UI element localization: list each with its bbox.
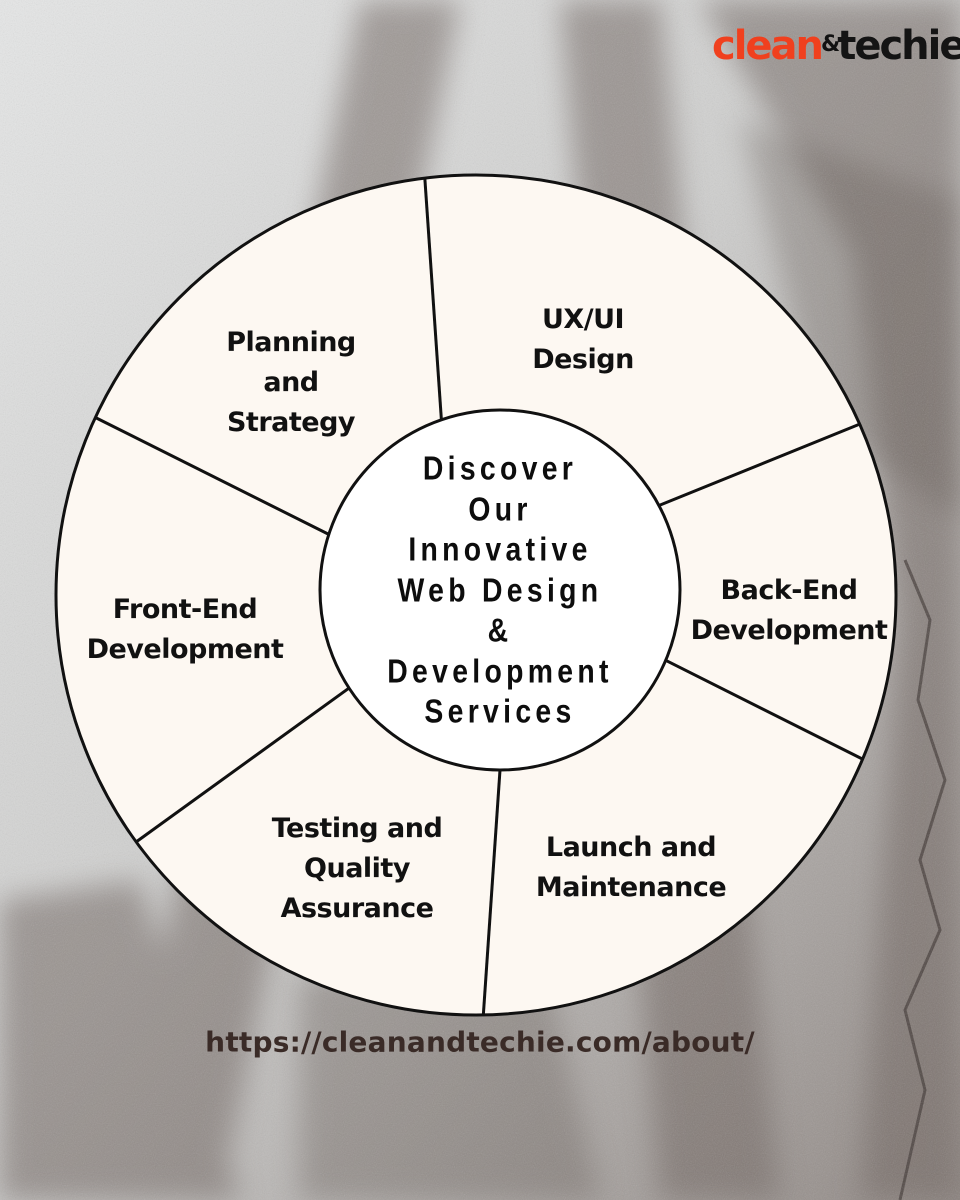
segment-label-line: Development [690,615,888,646]
segment-divider [423,178,443,420]
website-url[interactable]: https://cleanandtechie.com/about/ [205,1025,755,1059]
segment-divider [135,686,350,844]
center-title-line: Web Design [397,570,603,608]
center-title-line: Development [387,651,613,689]
center-title: Discover Our Innovative Web Design & Dev… [369,448,631,732]
segment-label-line: Development [86,634,284,665]
segment-label-ux-ui-design: UX/UI Design [532,300,634,380]
center-title-line: Discover [422,449,578,487]
segment-label-line: Launch and [545,832,717,863]
segment-divider [665,658,864,761]
segment-label-line: Testing and [271,813,443,844]
center-title-line: Services [424,692,576,730]
segment-label-line: Assurance [280,893,434,924]
logo-clean-text: clean [712,23,824,69]
segment-label-line: Design [532,344,634,375]
logo-techie-text: techie [837,23,960,69]
segment-label-line: Planning [226,327,356,358]
logo-ampersand: & [821,32,840,57]
segment-label-line: Back-End [720,575,858,606]
center-title-line: Innovative [408,530,592,568]
center-circle [318,408,682,772]
center-title-line: Our [468,489,532,527]
segment-label-line: Strategy [226,407,356,438]
segment-label-line: Front-End [112,594,258,625]
segment-divider [658,422,861,507]
segment-label-line: and [263,367,319,398]
center-title-line: & [487,611,513,649]
brand-logo: clean&techie [712,18,960,72]
segment-divider [94,416,330,536]
segment-label-line: UX/UI [541,304,625,335]
segment-divider [481,769,502,1016]
segment-label-line: Quality [304,853,410,884]
segment-label-line: Maintenance [535,872,727,903]
